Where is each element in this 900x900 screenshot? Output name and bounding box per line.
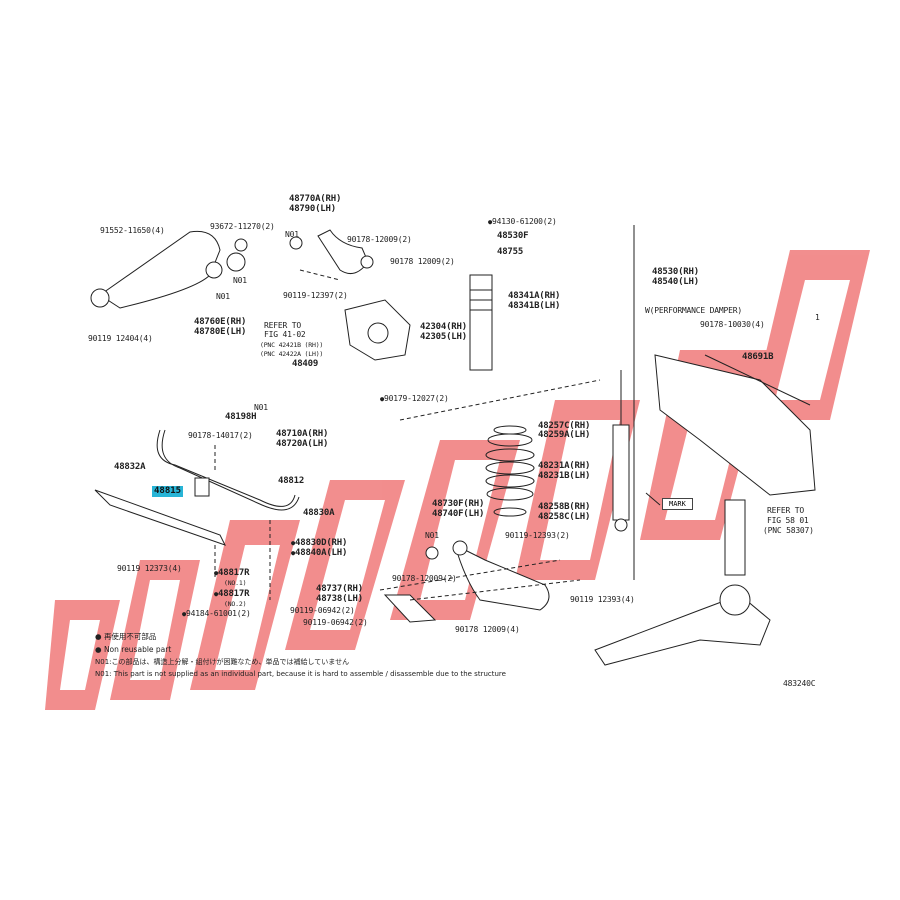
label-48691b: 48691B	[742, 352, 774, 362]
label-refer-7: (PNC 58307)	[763, 526, 814, 535]
label-48540: 48540(LH)	[652, 277, 699, 287]
label-48258b: 48258B(RH)	[538, 502, 591, 512]
crossmember	[94, 489, 226, 546]
label-refer-6: FIG 58 01	[767, 516, 809, 525]
label-48780e: 48780E(LH)	[194, 327, 247, 337]
label-93672: 93672-11270(2)	[210, 222, 275, 231]
label-48737: 48737(RH)	[316, 584, 363, 594]
label-refer-2: FIG 41-02	[264, 330, 306, 339]
legend-nonreusable: ● Non reusable part	[95, 645, 172, 654]
label-90119-06942-a: 90119-06942(2)	[290, 606, 355, 615]
label-48409: 48409	[292, 359, 319, 369]
label-48730f: 48730F(RH)	[432, 499, 485, 509]
label-n01-e: N01	[425, 531, 439, 540]
label-91552: 91552-11650(4)	[100, 226, 165, 235]
label-90178-12009-4: 90178 12009(4)	[455, 625, 520, 634]
legend-n01-jp: N01:この部品は、構造上分解・組付けが困難なため、単品では補給していません	[95, 658, 350, 666]
label-n01-b: N01	[233, 276, 247, 285]
label-48258c: 48258C(LH)	[538, 512, 591, 522]
label-48817r-a: 48817R	[214, 569, 250, 578]
label-refer-4: (PNC 42422A (LH))	[260, 350, 324, 358]
label-48760e: 48760E(RH)	[194, 317, 247, 327]
label-48740f: 48740F(LH)	[432, 509, 485, 519]
bracket-shape	[383, 594, 437, 623]
label-90119-12373: 90119 12373(4)	[117, 564, 182, 573]
label-48815-highlighted[interactable]: 48815	[152, 486, 184, 497]
label-48720a: 48720A(LH)	[276, 439, 329, 449]
label-90178-14017: 90178-14017(2)	[188, 431, 253, 440]
legend-nonreusable-text: Non reusable part	[103, 645, 172, 654]
label-90178-12009-b: 90178 12009(2)	[390, 257, 455, 266]
label-48817r-b: 48817R	[214, 590, 250, 599]
label-48341a: 48341A(RH)	[508, 291, 561, 301]
label-48257c: 48257C(RH)	[538, 421, 591, 431]
label-n01-a: N01	[285, 230, 299, 239]
lower-arm-shape	[454, 544, 550, 611]
label-48530: 48530(RH)	[652, 267, 699, 277]
label-48198h: 48198H	[225, 412, 257, 422]
label-94184: 94184-61001(2)	[182, 610, 251, 618]
label-48341b: 48341B(LH)	[508, 301, 561, 311]
label-figure-code: 483240C	[783, 679, 816, 688]
legend-reuse-jp: ● 再使用不可部品	[95, 632, 157, 641]
upper-arm-shape	[99, 230, 221, 309]
label-42305: 42305(LH)	[420, 332, 467, 342]
label-90178-12009-c: 90178-12009(2)	[392, 574, 457, 583]
label-refer-3: (PNC 42421B (RH))	[260, 341, 324, 349]
label-wperf: W(PERFORMANCE DAMPER)	[645, 306, 742, 315]
mark-box: MARK	[662, 498, 693, 510]
performance-damper-frame	[654, 354, 816, 496]
label-48755: 48755	[497, 247, 524, 257]
label-48770a: 48770A(RH)	[289, 194, 342, 204]
legend-reuse-jp-text: 再使用不可部品	[103, 632, 157, 641]
label-90178-10030: 90178-10030(4)	[700, 320, 765, 329]
label-48812: 48812	[278, 476, 305, 486]
label-48830d: 48830D(RH)	[291, 539, 347, 548]
label-90178-12009-a: 90178-12009(2)	[347, 235, 412, 244]
label-48832a: 48832A	[114, 462, 146, 472]
label-refer-5: REFER TO	[767, 506, 804, 515]
stabilizer-bar	[156, 429, 296, 507]
label-48738: 48738(LH)	[316, 594, 363, 604]
label-90119-12393-2: 90119-12393(2)	[505, 531, 570, 540]
label-94130: 94130-61200(2)	[488, 218, 557, 226]
label-48790: 48790(LH)	[289, 204, 336, 214]
label-no1: (NO.1)	[224, 579, 247, 587]
label-n01-c: N01	[216, 292, 230, 301]
label-48530f: 48530F	[497, 231, 529, 241]
label-n01-d: N01	[254, 403, 268, 412]
label-refer-1: REFER TO	[264, 321, 301, 330]
label-90119-06942-b: 90119-06942(2)	[303, 618, 368, 627]
label-48231b: 48231B(LH)	[538, 471, 591, 481]
label-48259a: 48259A(LH)	[538, 430, 591, 440]
legend-n01-en: N01: This part is not supplied as an ind…	[95, 670, 506, 678]
label-90119-12393-4: 90119 12393(4)	[570, 595, 635, 604]
shock-absorber	[612, 424, 630, 521]
label-90179-12027: 90179-12027(2)	[380, 395, 449, 403]
label-48231a: 48231A(RH)	[538, 461, 591, 471]
label-48710a: 48710A(RH)	[276, 429, 329, 439]
shock-boot	[469, 274, 493, 371]
label-90119-12404: 90119 12404(4)	[88, 334, 153, 343]
coil-spring	[485, 425, 535, 517]
label-48830a: 48830A	[303, 508, 335, 518]
label-42304: 42304(RH)	[420, 322, 467, 332]
label-90119-12397: 90119-12397(2)	[283, 291, 348, 300]
label-no2: (NO.2)	[224, 600, 247, 608]
label-one: 1	[815, 313, 820, 322]
toe-arm-shape	[317, 229, 369, 275]
label-48840a: 48840A(LH)	[291, 549, 347, 558]
